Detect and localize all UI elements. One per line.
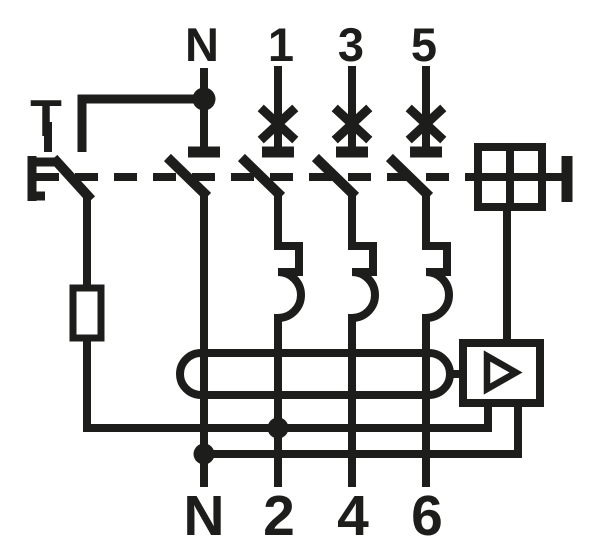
terminal-label-3: 3 [338, 18, 364, 71]
trip-relay-box [459, 339, 544, 407]
terminal-label-6: 6 [411, 484, 443, 548]
terminal-label-5: 5 [411, 18, 437, 71]
test-switch-blade [49, 154, 96, 204]
phase3-switch-blade [385, 153, 434, 201]
trip-relay-triangle-icon [483, 350, 523, 395]
phase1-breaking-x-icon [257, 104, 299, 144]
phase1-switch-blade [237, 153, 286, 201]
bottom-terminal-labels: N 2 4 6 [183, 484, 442, 548]
test-circuit: T [30, 90, 492, 432]
trip-relay-neutral-supply-wire [204, 401, 522, 458]
operating-mechanism [474, 143, 573, 343]
top-terminal-labels: N 1 3 5 [185, 18, 437, 71]
phase2-overcurrent-release-icon [348, 192, 379, 487]
residual-current-transformer [176, 349, 463, 399]
phase1-overcurrent-release-icon [274, 192, 305, 487]
current-transformer-toroid-icon [176, 349, 454, 399]
phase2-breaking-x-icon [331, 104, 373, 144]
trip-relay [204, 339, 544, 458]
phase2-switch-blade [311, 153, 360, 201]
pole-neutral [163, 68, 220, 487]
terminal-label-4: 4 [337, 484, 369, 548]
test-resistor-icon [69, 284, 105, 342]
junction-dot-neutral-top [192, 87, 216, 111]
terminal-label-n-top: N [185, 18, 219, 71]
terminal-label-2: 2 [263, 484, 295, 548]
pole-phase-2 [311, 66, 379, 487]
terminal-label-1: 1 [268, 18, 294, 71]
junction-dot-phase1-bottom [267, 417, 289, 439]
terminal-label-n-bottom: N [183, 484, 224, 548]
pole-phase-3 [385, 66, 453, 487]
neutral-switch-blade [163, 153, 212, 201]
test-wire-to-neutral [77, 94, 204, 152]
phase3-overcurrent-release-icon [422, 192, 453, 487]
phase3-breaking-x-icon [405, 104, 447, 144]
pole-phase-1 [237, 66, 305, 487]
